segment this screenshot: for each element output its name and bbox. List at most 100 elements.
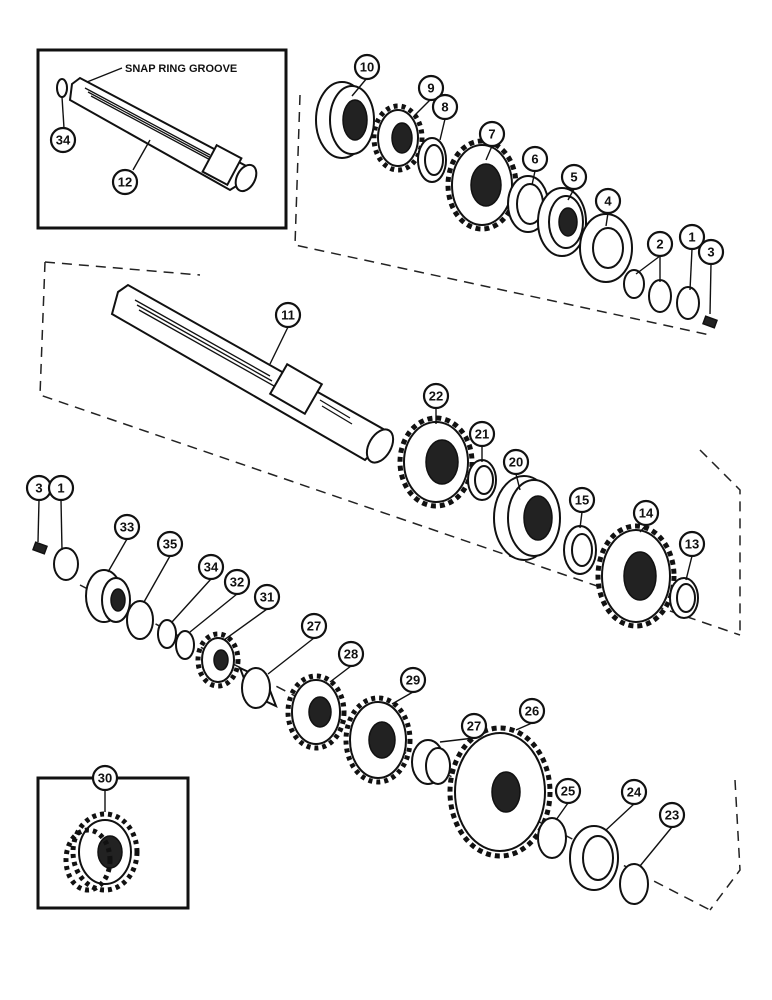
gear-29 (343, 695, 413, 785)
svg-text:32: 32 (230, 575, 244, 590)
svg-text:3: 3 (707, 245, 714, 260)
bearing-33 (85, 569, 131, 623)
callout-11: 11 (274, 301, 302, 329)
callout-21: 21 (468, 420, 496, 448)
callout-34-bottom: 34 (197, 553, 225, 581)
shaft-12 (68, 76, 258, 193)
svg-text:33: 33 (120, 520, 134, 535)
svg-text:27: 27 (467, 719, 481, 734)
callout-1-bottom: 1 (47, 474, 75, 502)
inset-shaft-12: SNAP RING GROOVE (36, 48, 288, 230)
svg-text:13: 13 (685, 537, 699, 552)
callout-27-a: 27 (300, 612, 328, 640)
synchronizer-10 (315, 81, 375, 159)
svg-text:14: 14 (639, 506, 654, 521)
callout-5: 5 (560, 163, 588, 191)
mid-parts (397, 415, 699, 629)
retainer-1-bottom (53, 547, 79, 581)
mainshaft-11 (110, 283, 395, 464)
svg-text:2: 2 (656, 237, 663, 252)
svg-text:27: 27 (307, 619, 321, 634)
snap-ring-groove-label: SNAP RING GROOVE (125, 63, 237, 75)
callout-29: 29 (399, 666, 427, 694)
gear-7 (445, 138, 519, 232)
svg-text:11: 11 (281, 308, 295, 323)
callout-3-bottom: 3 (25, 474, 53, 502)
callout-9: 9 (417, 74, 445, 102)
callout-22: 22 (422, 382, 450, 410)
callout-20: 20 (502, 448, 530, 476)
callout-23: 23 (658, 801, 686, 829)
callout-1-top: 1 (678, 223, 706, 251)
svg-text:21: 21 (475, 427, 489, 442)
gear-9 (371, 103, 425, 173)
svg-text:8: 8 (441, 100, 448, 115)
inset-gear-30 (36, 776, 190, 910)
callout-4: 4 (594, 187, 622, 215)
svg-text:12: 12 (118, 175, 132, 190)
retainer-1-top (676, 286, 700, 320)
svg-text:35: 35 (163, 537, 177, 552)
callout-10: 10 (353, 53, 381, 81)
callout-13: 13 (678, 530, 706, 558)
snap-ring-34-lower (157, 619, 177, 649)
snap-ring-32 (175, 630, 195, 660)
callout-12: 12 (111, 168, 139, 196)
plate-2b (648, 279, 672, 313)
gear-28 (285, 673, 347, 751)
svg-text:3: 3 (35, 481, 42, 496)
lower-parts (32, 541, 649, 905)
callout-15: 15 (568, 486, 596, 514)
svg-text:4: 4 (604, 194, 612, 209)
bushing-27b (411, 739, 451, 785)
gear-14 (595, 523, 677, 629)
svg-text:7: 7 (488, 127, 495, 142)
gear-31 (195, 631, 241, 689)
svg-text:30: 30 (98, 771, 112, 786)
svg-text:31: 31 (260, 590, 274, 605)
svg-text:10: 10 (360, 60, 374, 75)
svg-text:9: 9 (427, 81, 434, 96)
callout-7: 7 (478, 120, 506, 148)
callout-32: 32 (223, 568, 251, 596)
svg-text:20: 20 (509, 455, 523, 470)
bolt-3-bottom (32, 541, 48, 555)
callout-24: 24 (620, 778, 648, 806)
snap-ring-34 (56, 78, 68, 98)
gear-26 (447, 725, 553, 859)
bearing-5 (537, 187, 587, 257)
upper-parts (315, 81, 718, 329)
svg-text:6: 6 (531, 152, 538, 167)
callout-27-b: 27 (460, 712, 488, 740)
svg-text:29: 29 (406, 673, 420, 688)
svg-text:24: 24 (627, 785, 642, 800)
callout-35: 35 (156, 530, 184, 558)
svg-text:34: 34 (56, 133, 71, 148)
callout-2: 2 (646, 230, 674, 258)
bolt-3-top (702, 315, 718, 329)
bearing-24 (569, 825, 619, 891)
svg-text:34: 34 (204, 560, 219, 575)
callout-14: 14 (632, 499, 660, 527)
ring-35 (126, 600, 154, 640)
bushing-25 (537, 817, 567, 859)
leader-lines (37, 77, 712, 867)
svg-text:15: 15 (575, 493, 589, 508)
gear-22 (397, 415, 475, 509)
callout-26: 26 (518, 697, 546, 725)
svg-text:25: 25 (561, 784, 575, 799)
callout-30: 30 (91, 764, 119, 792)
svg-text:1: 1 (57, 481, 64, 496)
callouts: 10 9 8 7 6 5 4 2 1 3 34 12 11 22 21 20 1… (25, 53, 725, 829)
washer-23 (619, 863, 649, 905)
svg-text:1: 1 (688, 230, 695, 245)
assembly-dashed-outline (39, 94, 741, 911)
callout-6: 6 (521, 145, 549, 173)
svg-text:23: 23 (665, 808, 679, 823)
callout-34-top: 34 (49, 126, 77, 154)
svg-text:26: 26 (525, 704, 539, 719)
callout-3-top: 3 (697, 238, 725, 266)
synchronizer-20 (493, 475, 561, 561)
svg-text:5: 5 (570, 170, 577, 185)
